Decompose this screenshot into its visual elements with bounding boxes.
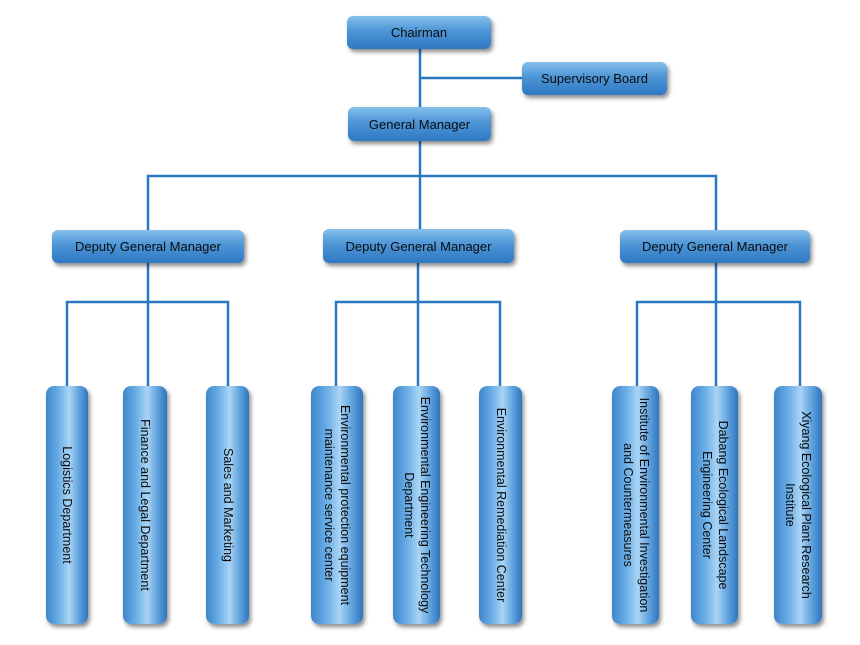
department-box-3: Sales and Marketing bbox=[206, 386, 249, 624]
supervisory-board-box: Supervisory Board bbox=[522, 62, 667, 95]
department-label-8: Dabang Ecological Landscape Engineering … bbox=[699, 420, 730, 590]
department-box-4: Environmental protection equipment maint… bbox=[311, 386, 363, 624]
department-box-5: Environmental Engineering Technology Dep… bbox=[393, 386, 440, 624]
deputy-general-manager-box-2: Deputy General Manager bbox=[323, 229, 514, 263]
department-box-9: Xiyang Ecological Plant Research Institu… bbox=[774, 386, 822, 624]
department-box-8: Dabang Ecological Landscape Engineering … bbox=[691, 386, 738, 624]
supervisory-board-label: Supervisory Board bbox=[541, 71, 648, 86]
general-manager-box: General Manager bbox=[348, 107, 491, 141]
department-label-1: Logistics Department bbox=[60, 446, 74, 564]
department-label-7: Institute of Environmental Investigation… bbox=[620, 397, 651, 613]
department-label-4: Environmental protection equipment maint… bbox=[322, 404, 352, 606]
department-box-6: Environmental Remediation Center bbox=[479, 386, 522, 624]
deputy-general-manager-label-2: Deputy General Manager bbox=[345, 238, 492, 254]
general-manager-label: General Manager bbox=[368, 116, 471, 132]
chairman-label: Chairman bbox=[390, 25, 448, 40]
department-label-5: Environmental Engineering Technology Dep… bbox=[401, 396, 432, 614]
department-box-1: Logistics Department bbox=[46, 386, 88, 624]
chairman-box: Chairman bbox=[347, 16, 491, 49]
deputy-general-manager-label-1: Deputy General Manager bbox=[75, 239, 221, 254]
department-label-6: Environmental Remediation Center bbox=[493, 407, 508, 603]
department-label-2: Finance and Legal Department bbox=[138, 419, 152, 591]
department-label-9: Xiyang Ecological Plant Research Institu… bbox=[783, 411, 813, 599]
deputy-general-manager-label-3: Deputy General Manager bbox=[642, 239, 788, 254]
deputy-general-manager-box-3: Deputy General Manager bbox=[620, 230, 810, 263]
department-box-7: Institute of Environmental Investigation… bbox=[612, 386, 659, 624]
department-box-2: Finance and Legal Department bbox=[123, 386, 167, 624]
department-label-3: Sales and Marketing bbox=[220, 448, 235, 562]
deputy-general-manager-box-1: Deputy General Manager bbox=[52, 230, 244, 263]
